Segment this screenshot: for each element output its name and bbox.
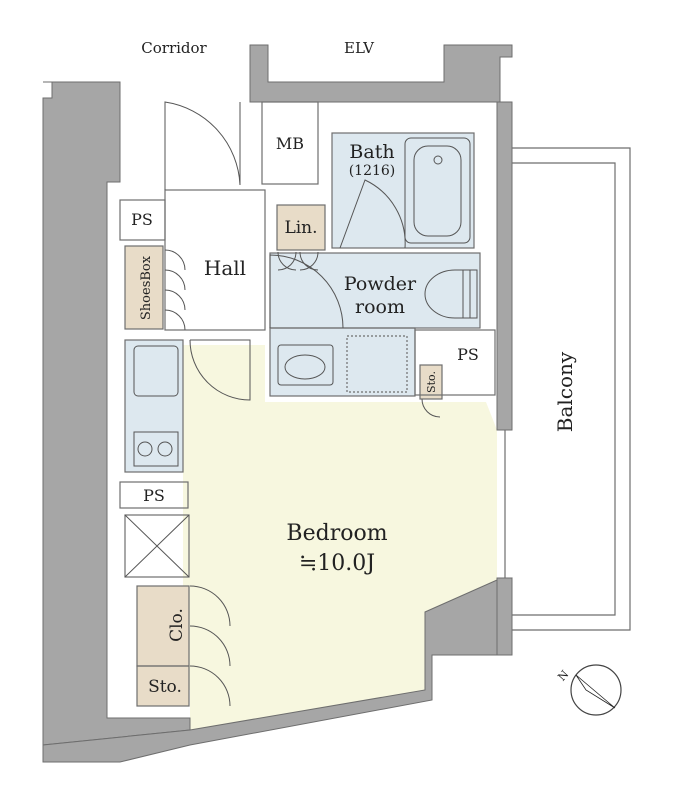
storage-small-room	[419, 364, 443, 400]
shoesbox-door	[164, 249, 186, 331]
mb-room	[261, 101, 319, 185]
ps-mid-room	[119, 481, 189, 509]
bathtub	[404, 137, 471, 244]
ps-right-label: PS	[457, 345, 479, 364]
ps-mid-label: PS	[143, 486, 165, 505]
bedroom-door	[189, 339, 251, 401]
stove	[133, 431, 179, 467]
entrance-door	[164, 101, 241, 190]
sink	[133, 345, 179, 397]
powder-room-label-2: room	[355, 296, 405, 318]
storage-small-fill	[420, 365, 442, 399]
compass	[570, 664, 622, 716]
bath-room	[331, 132, 475, 249]
shoesbox-fill	[125, 246, 163, 329]
storage-label: Sto.	[148, 677, 182, 697]
fridge-cross-2	[124, 514, 190, 578]
washbasin-bowl	[284, 354, 326, 380]
storage-door	[189, 665, 231, 707]
linen-door	[277, 251, 319, 271]
ps-top-label: PS	[131, 210, 153, 229]
right-wall-lower	[496, 577, 513, 656]
labels: Corridor ELV MB PS Bath (1216) Lin. Hall…	[131, 39, 577, 697]
bath-drain	[433, 155, 443, 165]
elv-label: ELV	[344, 39, 375, 57]
bath-floor	[332, 133, 474, 248]
stove-burner-2	[157, 441, 173, 457]
hall-room	[164, 189, 266, 331]
closet-label: Clo.	[167, 608, 187, 642]
corridor-label: Corridor	[141, 39, 207, 57]
washing-machine-space	[346, 335, 408, 393]
balcony-outline	[512, 147, 631, 631]
balcony-label: Balcony	[553, 351, 577, 432]
bath-size-label: (1216)	[349, 163, 396, 179]
walls	[42, 44, 513, 763]
powder-door	[269, 254, 344, 329]
hall-label: Hall	[204, 256, 246, 280]
washbasin-floor	[270, 328, 415, 396]
bedroom-label: Bedroom	[286, 521, 387, 546]
right-wall-upper	[496, 101, 513, 431]
storage-fill	[137, 666, 189, 706]
storage-small-door	[421, 398, 441, 418]
powder-room-floor	[270, 253, 480, 328]
kitchen-area	[124, 339, 184, 473]
ps-right-room	[414, 329, 496, 396]
washbasin	[277, 344, 334, 386]
storage-small-label: Sto.	[425, 371, 438, 393]
bedroom-floor	[183, 345, 497, 730]
compass-needle-back-icon	[575, 674, 616, 709]
fridge-space	[124, 514, 190, 578]
balcony-railing	[512, 162, 616, 616]
balcony	[504, 147, 631, 631]
compass-n-label: N	[555, 667, 571, 683]
closet-door	[189, 585, 231, 667]
powder-room-label-1: Powder	[344, 273, 417, 295]
storage-room	[136, 665, 190, 707]
shoesbox-label: ShoesBox	[139, 255, 154, 320]
left-wall	[42, 81, 191, 746]
linen-room	[276, 204, 326, 251]
kitchen-counter	[125, 340, 183, 472]
fixtures	[133, 137, 478, 467]
linen-fill	[277, 205, 325, 250]
toilet	[424, 269, 471, 319]
room-fills	[125, 133, 497, 730]
bathtub-inner	[413, 145, 462, 237]
mb-label: MB	[276, 134, 304, 153]
linen-label: Lin.	[284, 218, 317, 238]
stove-burner-1	[137, 441, 153, 457]
closet-fill	[137, 586, 189, 666]
shoesbox-room	[124, 245, 164, 330]
toilet-tank	[462, 269, 478, 319]
bath-label: Bath	[349, 141, 394, 163]
bedroom-size-label: ≒10.0J	[299, 551, 375, 576]
